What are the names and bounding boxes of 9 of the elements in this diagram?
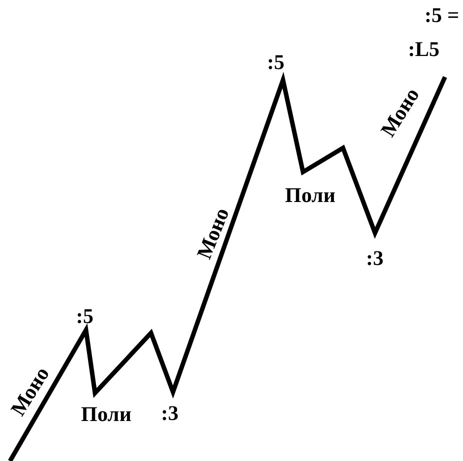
wave-label: Поли — [81, 404, 132, 424]
wave-label: :L5 — [408, 38, 440, 60]
wave-label: :5 — [267, 52, 284, 72]
wave-label: :5 — [76, 306, 94, 326]
wave-label: Поли — [285, 184, 336, 206]
wave-label: :5 = — [424, 4, 460, 26]
wave-label: :3 — [366, 248, 384, 268]
wave-label: :3 — [161, 402, 178, 424]
wave-label: Моно — [193, 204, 232, 262]
